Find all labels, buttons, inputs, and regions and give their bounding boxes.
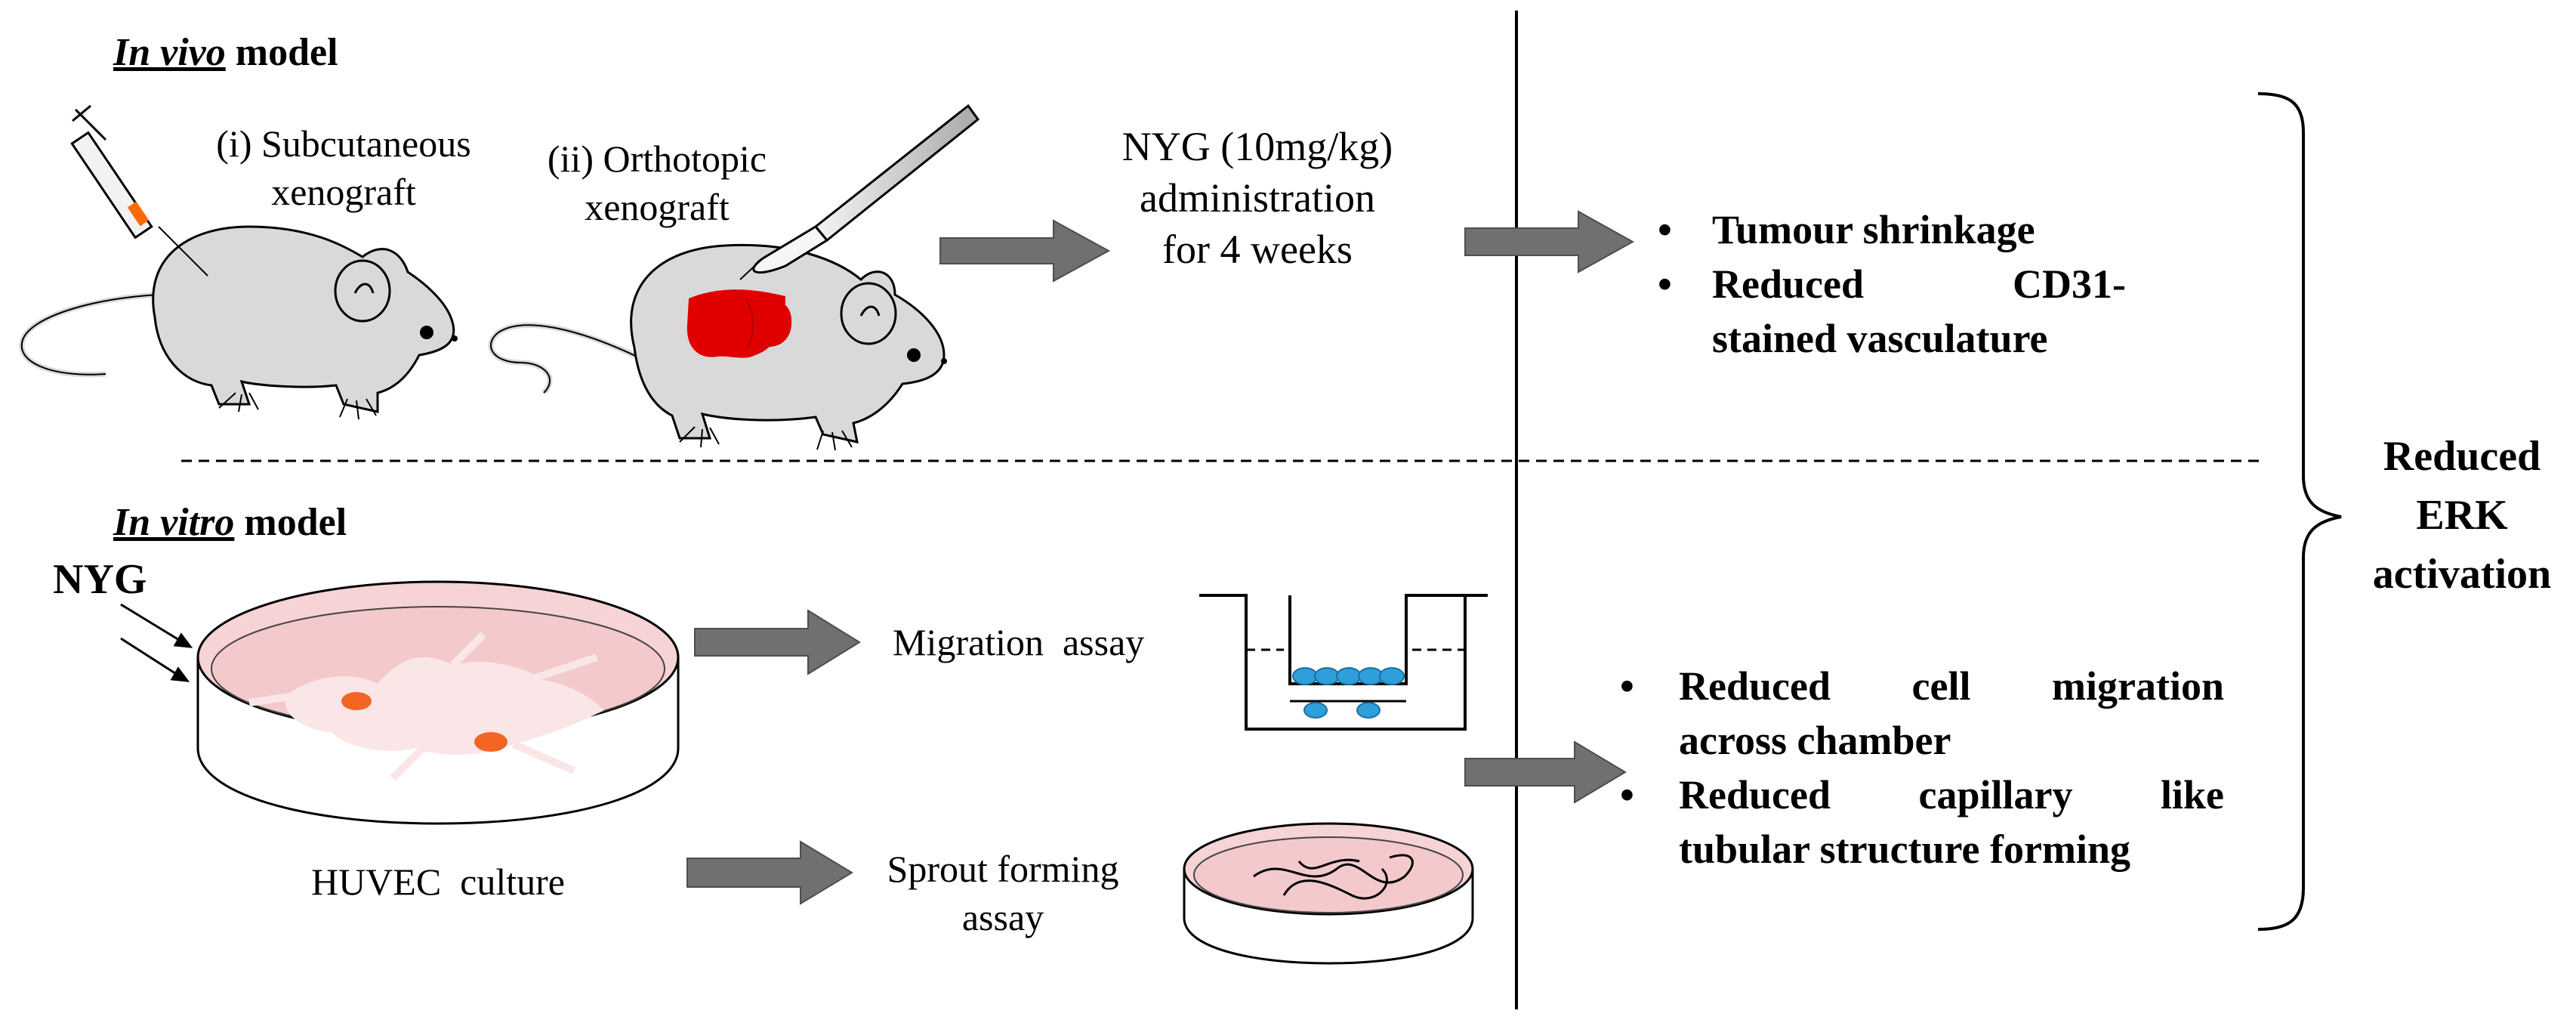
arrow-to-treatment — [939, 219, 1111, 283]
invitro-result-2: • Reduced capillary like tubular structu… — [1620, 772, 2224, 872]
migrating-cells-icon — [1292, 667, 1405, 719]
invitro-results: • Reduced cell migration across chamber … — [1620, 659, 2224, 876]
arrow-to-sprout — [686, 840, 853, 905]
migration-label: Migration assay — [893, 621, 1145, 663]
mouse-subcutaneous-icon — [19, 225, 458, 420]
treatment-text: NYG (10mg/kg) administration for 4 weeks — [1121, 124, 1393, 272]
invivo-heading: In vivo model — [113, 30, 338, 75]
invitro-heading-italic: In vitro — [113, 501, 235, 544]
invivo-results: • Tumour shrinkage • Reduced CD31- stain… — [1658, 202, 2126, 366]
arrow-to-invitro-results — [1464, 740, 1627, 804]
invivo-heading-italic: In vivo — [113, 31, 226, 74]
scalpel-icon — [739, 104, 980, 280]
invitro-heading: In vitro model — [113, 500, 347, 545]
nyg-arrows-icon — [120, 603, 193, 682]
invivo-heading-rest: model — [225, 31, 338, 74]
invitro-result-1: • Reduced cell migration across chamber — [1620, 663, 2224, 763]
right-brace — [2257, 92, 2342, 931]
transwell-chamber-icon — [1199, 594, 1488, 731]
nyg-label: NYG — [53, 556, 147, 603]
conclusion-text: Reduced ERK activation — [2372, 433, 2552, 598]
sprout-dish-icon — [1183, 822, 1474, 965]
label-orthotopic: (ii) Orthotopic xenograft — [547, 138, 767, 228]
arrow-to-migration — [694, 609, 861, 675]
huvec-label: HUVEC culture — [310, 861, 566, 903]
label-subcutaneous: (i) Subcutaneous xenograft — [216, 122, 471, 213]
syringe-icon — [70, 104, 208, 277]
sprout-label: Sprout forming assay — [887, 848, 1119, 938]
invivo-result-1: • Tumour shrinkage — [1658, 207, 2035, 252]
invivo-result-2: • Reduced CD31- stained vasculature — [1658, 261, 2126, 361]
invitro-heading-rest: model — [234, 501, 347, 544]
huvec-dish-icon — [196, 580, 680, 825]
arrow-to-invivo-results — [1464, 210, 1635, 274]
mouse-orthotopic-icon — [488, 243, 947, 451]
